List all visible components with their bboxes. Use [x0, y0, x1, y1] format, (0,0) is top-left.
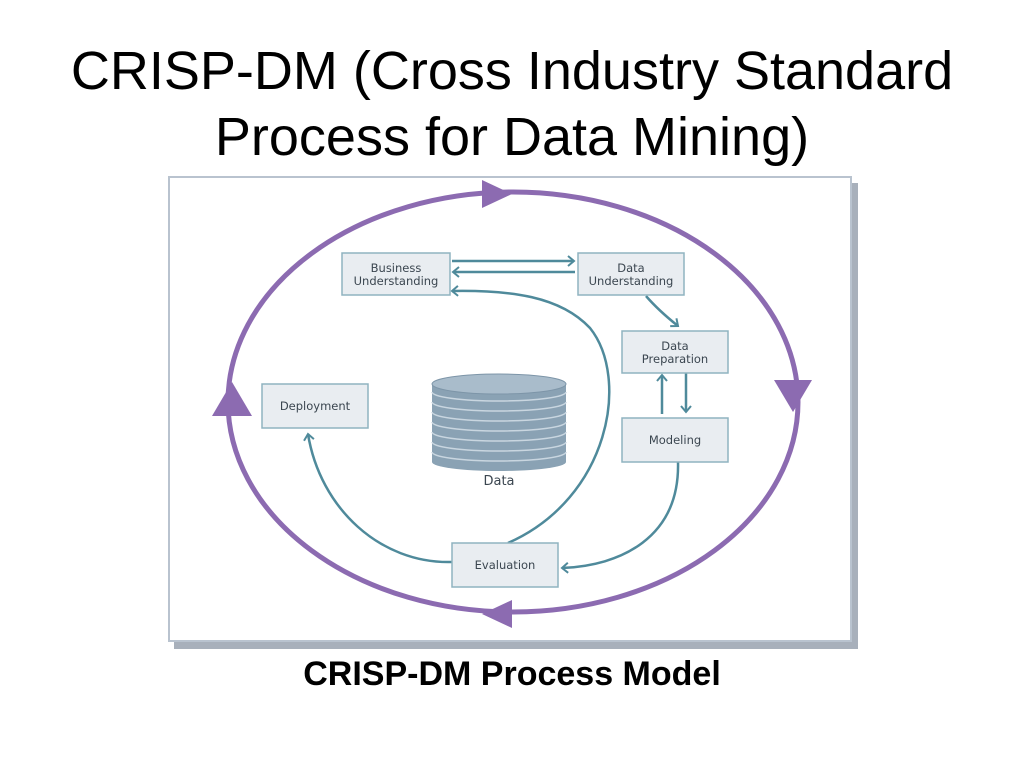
- outer-cycle-arrow-top: [482, 180, 512, 208]
- diagram-canvas: Business Understanding Data Understandin…: [212, 180, 812, 628]
- deployment-label: Deployment: [280, 399, 351, 413]
- database-label: Data: [483, 474, 514, 489]
- outer-cycle-arrow-bottom: [482, 600, 512, 628]
- title-line-2: Process for Data Mining): [214, 107, 810, 167]
- box-deployment: Deployment: [261, 383, 369, 429]
- data-understanding-label-line2: Understanding: [589, 274, 674, 288]
- data-preparation-label-line2: Preparation: [642, 352, 708, 366]
- slide-title: CRISP-DM (Cross Industry Standard Proces…: [0, 38, 1024, 170]
- arrow-evaluation-to-deployment: [303, 432, 453, 564]
- outer-cycle-arrow-right: [774, 380, 812, 412]
- title-line-1: CRISP-DM (Cross Industry Standard: [70, 41, 954, 101]
- diagram-caption: CRISP-DM Process Model: [303, 655, 721, 693]
- modeling-label: Modeling: [649, 433, 701, 447]
- outer-cycle-arrow-left: [212, 382, 252, 416]
- business-understanding-label-line1: Business: [371, 261, 422, 275]
- evaluation-label: Evaluation: [475, 558, 536, 572]
- box-data-preparation: Data Preparation: [621, 330, 729, 374]
- data-understanding-label-line1: Data: [617, 261, 644, 275]
- data-preparation-label-line1: Data: [661, 339, 688, 353]
- box-business-understanding: Business Understanding: [341, 252, 451, 296]
- box-data-understanding: Data Understanding: [577, 252, 685, 296]
- database-icon: [431, 373, 567, 471]
- box-modeling: Modeling: [621, 417, 729, 463]
- arrow-evaluation-to-business: [450, 285, 611, 545]
- arrow-modeling-to-evaluation: [560, 461, 680, 574]
- arrow-data-understanding-to-preparation: [645, 295, 680, 328]
- crisp-dm-diagram: Business Understanding Data Understandin…: [168, 176, 852, 642]
- box-evaluation: Evaluation: [451, 542, 559, 588]
- business-understanding-label-line2: Understanding: [354, 274, 439, 288]
